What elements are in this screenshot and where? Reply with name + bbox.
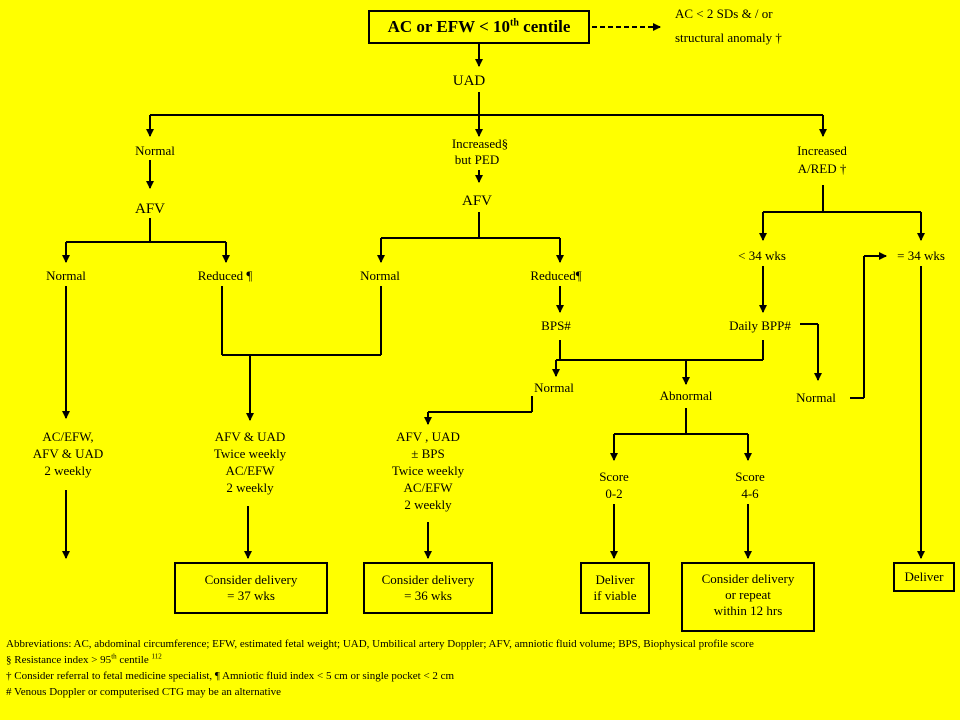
uad-increased-label-line1: Increased§ [451, 136, 509, 151]
outcome-line: = 36 wks [404, 588, 452, 603]
monitoring-plan-c: AFV , UAD ± BPS Twice weekly AC/EFW 2 we… [392, 428, 464, 513]
outcome-line: Deliver [595, 572, 635, 587]
uad-ared-label-line2: A/RED † [797, 161, 847, 176]
outcome-consider-or-repeat-box: Consider delivery or repeat within 12 hr… [681, 562, 815, 632]
outcome-line: Deliver [904, 569, 944, 584]
entry-criteria-box: AC or EFW < 10th centile [368, 10, 590, 44]
outcome-line: within 12 hrs [713, 603, 783, 618]
outcome-line: if viable [593, 588, 637, 603]
score-low-label: Score [599, 469, 629, 484]
abnormal-label: Abnormal [659, 388, 713, 403]
afv-left-reduced-label: Reduced ¶ [197, 268, 253, 283]
bpp-normal-label: Normal [796, 390, 836, 405]
monitoring-plan-b-line: Twice weekly [213, 446, 287, 461]
footnotes: Abbreviations: AC, abdominal circumferen… [6, 636, 956, 700]
monitoring-plan-a-line: 2 weekly [44, 463, 92, 478]
outcome-deliver-37wks-box: Consider delivery = 37 wks [174, 562, 328, 614]
bps-node: BPS# [541, 318, 571, 333]
flow-connectors [62, 23, 925, 559]
monitoring-plan-b-line: AFV & UAD [214, 429, 286, 444]
afv-left-node: AFV [134, 201, 166, 217]
outcome-deliver-box: Deliver [893, 562, 955, 592]
uad-node: UAD [452, 73, 486, 89]
afv-middle-node: AFV [461, 193, 493, 209]
uad-increased-label-line2: but PED [454, 152, 500, 167]
monitoring-plan-a-line: AC/EFW, [42, 429, 94, 444]
afv-left-normal-label: Normal [46, 268, 86, 283]
score-low: Score 0-2 [599, 468, 629, 502]
monitoring-plan-b-line: AC/EFW [225, 463, 275, 478]
footnote-text: centile [116, 654, 152, 666]
structural-anomaly-note-line1: AC < 2 SDs & / or [675, 6, 773, 21]
monitoring-plan-c-line: ± BPS [411, 446, 445, 461]
footnote-abbreviations: Abbreviations: AC, abdominal circumferen… [6, 638, 754, 650]
score-high-label: Score [735, 469, 765, 484]
afv-mid-reduced-label: Reduced¶ [530, 268, 582, 283]
title-prefix: AC or EFW < 10 [387, 17, 511, 36]
bps-normal-label: Normal [534, 380, 574, 395]
outcome-line: Consider delivery [204, 572, 298, 587]
monitoring-plan-c-line: Twice weekly [391, 463, 465, 478]
title-suffix: centile [518, 17, 571, 36]
monitoring-plan-b-line: 2 weekly [226, 480, 274, 495]
outcome-line: Consider delivery [381, 572, 475, 587]
score-high: Score 4-6 [735, 468, 765, 502]
score-low-value: 0-2 [605, 486, 623, 501]
outcome-deliver-36wks-box: Consider delivery = 36 wks [363, 562, 493, 614]
outcome-line: Consider delivery [701, 571, 795, 586]
title-sup: th [510, 17, 519, 29]
outcome-deliver-if-viable-box: Deliver if viable [580, 562, 650, 614]
score-high-value: 4-6 [741, 486, 759, 501]
structural-anomaly-note-line2: structural anomaly † [675, 30, 782, 45]
daily-bpp-node: Daily BPP# [729, 318, 791, 333]
outcome-line: = 37 wks [227, 588, 275, 603]
monitoring-plan-c-line: AFV , UAD [396, 429, 460, 444]
footnote-text: § Resistance index > 95 [6, 654, 112, 666]
afv-mid-normal-label: Normal [360, 268, 400, 283]
monitoring-plan-c-line: AC/EFW [403, 480, 453, 495]
eq34-weeks-label: = 34 wks [897, 248, 945, 263]
footnote-sup: th [111, 652, 117, 661]
monitoring-plan-a: AC/EFW, AFV & UAD 2 weekly [33, 428, 104, 479]
monitoring-plan-a-line: AFV & UAD [32, 446, 104, 461]
monitoring-plan-c-line: 2 weekly [404, 497, 452, 512]
footnote-referral: † Consider referral to fetal medicine sp… [6, 670, 455, 682]
footnote-venous-doppler: # Venous Doppler or computerised CTG may… [6, 686, 282, 698]
footnote-sup: 112 [151, 652, 162, 661]
footnote-resistance-index: § Resistance index > 95th centile 112 [6, 652, 956, 668]
outcome-line: or repeat [725, 587, 771, 602]
uad-normal-label: Normal [135, 143, 175, 158]
lt34-weeks-label: < 34 wks [738, 248, 786, 263]
uad-ared-label-line1: Increased [797, 143, 847, 158]
monitoring-plan-b: AFV & UAD Twice weekly AC/EFW 2 weekly [214, 428, 286, 496]
